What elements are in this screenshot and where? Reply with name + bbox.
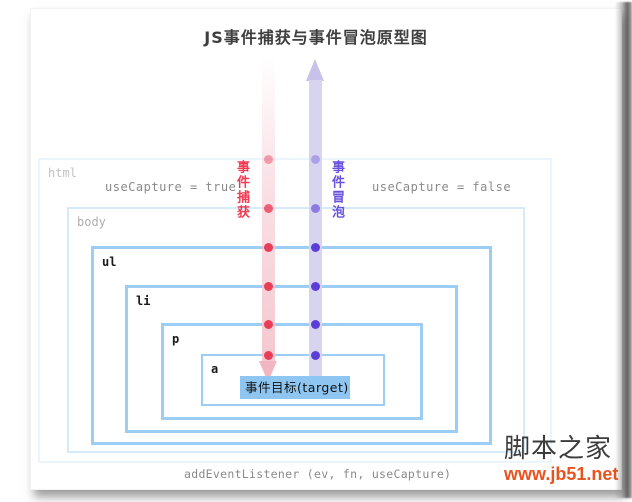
dom-box-ul: ul	[91, 246, 492, 445]
bubble-event-dot	[311, 351, 320, 360]
bubble-label: 事件冒泡	[329, 160, 344, 220]
tag-label-html: html	[48, 166, 77, 180]
capture-event-dot	[264, 204, 273, 213]
bubble-event-dot	[311, 320, 320, 329]
tag-label-li: li	[136, 294, 151, 308]
capture-event-dot	[264, 282, 273, 291]
diagram-title: JS事件捕获与事件冒泡原型图	[204, 28, 428, 47]
dom-box-p: p	[161, 323, 423, 420]
site-watermark: 脚本之家 www.jb51.net	[504, 434, 624, 484]
usecapture-false-label: useCapture = false	[372, 180, 512, 194]
dom-box-a: a	[201, 354, 385, 406]
tag-label-body: body	[77, 215, 106, 229]
capture-event-dot	[264, 351, 273, 360]
tag-label-p: p	[172, 332, 180, 346]
tag-label-ul: ul	[102, 255, 117, 269]
usecapture-true-label: useCapture = true	[105, 180, 237, 194]
capture-label: 事件捕获	[234, 160, 249, 220]
event-target-highlight: 事件目标(target)	[240, 376, 350, 399]
bubble-arrow-up-icon	[309, 80, 322, 377]
tag-label-a: a	[211, 362, 219, 376]
dom-box-body: body	[67, 207, 525, 453]
dom-box-li: li	[125, 285, 458, 433]
site-name: 脚本之家	[504, 434, 613, 464]
bubble-arrowhead-icon	[306, 59, 324, 81]
dom-box-html: html	[38, 158, 552, 463]
footer-code: addEventListener (ev, fn, useCapture)	[184, 467, 452, 481]
capture-event-dot	[264, 243, 273, 252]
capture-event-dot	[264, 320, 273, 329]
page-edge-shadow	[615, 2, 632, 498]
site-url: www.jb51.net	[504, 464, 619, 484]
bubble-event-dot	[311, 243, 320, 252]
bubble-event-dot	[311, 155, 320, 164]
bubble-event-dot	[311, 204, 320, 213]
capture-event-dot	[264, 155, 273, 164]
bubble-event-dot	[311, 282, 320, 291]
